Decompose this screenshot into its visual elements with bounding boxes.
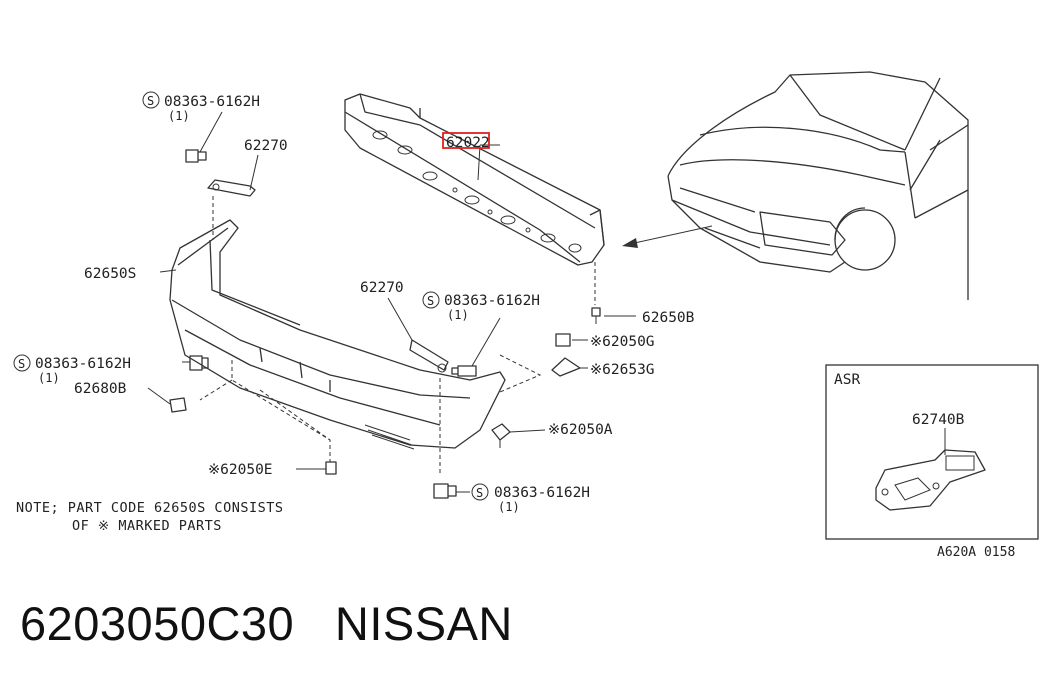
asr-inset: ASR 62740B — [825, 364, 1039, 540]
label-nut-right: ※62050G — [590, 334, 655, 350]
dashed-guides — [199, 196, 596, 475]
s-markers: S S S S — [13, 91, 489, 501]
label-bracket-center: 62270 — [360, 280, 404, 296]
footer-title: 6203050C30 NISSAN — [20, 596, 513, 651]
asr-sensor-bracket — [875, 449, 986, 511]
label-bumper-fascia: 62650S — [84, 266, 136, 282]
highlight-box — [442, 132, 490, 149]
label-nut-right-code: 62050G — [602, 334, 654, 350]
label-clip-lower-right: ※62050A — [548, 422, 613, 438]
hardware-bracket-center — [409, 339, 449, 373]
svg-text:S: S — [476, 486, 483, 500]
bumper-reinforcement — [344, 93, 605, 266]
hardware-bracket-left — [207, 179, 256, 197]
label-bolt-left: 08363-6162H — [35, 356, 131, 372]
hardware-bolt-top-left — [185, 149, 207, 163]
svg-text:S: S — [18, 357, 25, 371]
hardware-clip-lower-right — [491, 423, 511, 448]
hardware-bolt-bottom — [433, 483, 457, 499]
hardware-retainer-left — [169, 397, 187, 413]
hardware-bracket-right — [551, 357, 581, 377]
hardware-bolt-center — [451, 365, 477, 377]
label-bolt-bottom: 08363-6162H — [494, 485, 590, 501]
label-bolt-left-qty: (1) — [38, 371, 60, 385]
label-bracket-right-code: 62653G — [602, 362, 654, 378]
reference-code: A620A 0158 — [937, 545, 1015, 560]
label-clip-lower-left: ※62050E — [208, 462, 273, 478]
label-bolt-top-left-qty: (1) — [168, 109, 190, 123]
label-bolt-center-qty: (1) — [447, 308, 469, 322]
svg-text:S: S — [427, 294, 434, 308]
label-clip-lower-right-code: 62050A — [560, 422, 613, 438]
label-clip-right: 62650B — [642, 310, 695, 326]
label-bracket-right: ※62653G — [590, 362, 655, 378]
bumper-fascia — [169, 219, 506, 450]
footer-part-number: 6203050C30 — [20, 597, 295, 650]
hardware-clip-lower-left — [325, 461, 337, 475]
asr-title: ASR — [834, 372, 860, 388]
label-bolt-center: 08363-6162H — [444, 293, 540, 309]
label-bolt-bottom-qty: (1) — [498, 500, 520, 514]
label-reinforcement: 62022 — [446, 135, 490, 151]
label-asr-part: 62740B — [912, 412, 965, 428]
label-bracket-left: 62270 — [244, 138, 288, 154]
label-retainer-left: 62680B — [74, 381, 127, 397]
hardware-nut-right — [555, 333, 571, 347]
note-line-1: NOTE; PART CODE 62650S CONSISTS — [16, 500, 283, 516]
leader-lines — [147, 111, 636, 493]
car-illustration — [667, 71, 969, 300]
hardware-clip-right — [591, 307, 601, 324]
footer-brand: NISSAN — [334, 597, 513, 650]
svg-text:S: S — [147, 94, 154, 108]
direction-arrow — [622, 225, 713, 248]
label-clip-lower-left-code: 62050E — [220, 462, 272, 478]
note-line-2: OF ※ MARKED PARTS — [72, 518, 222, 534]
label-bolt-top-left: 08363-6162H — [164, 94, 260, 110]
hardware-bolt-left — [189, 355, 209, 371]
